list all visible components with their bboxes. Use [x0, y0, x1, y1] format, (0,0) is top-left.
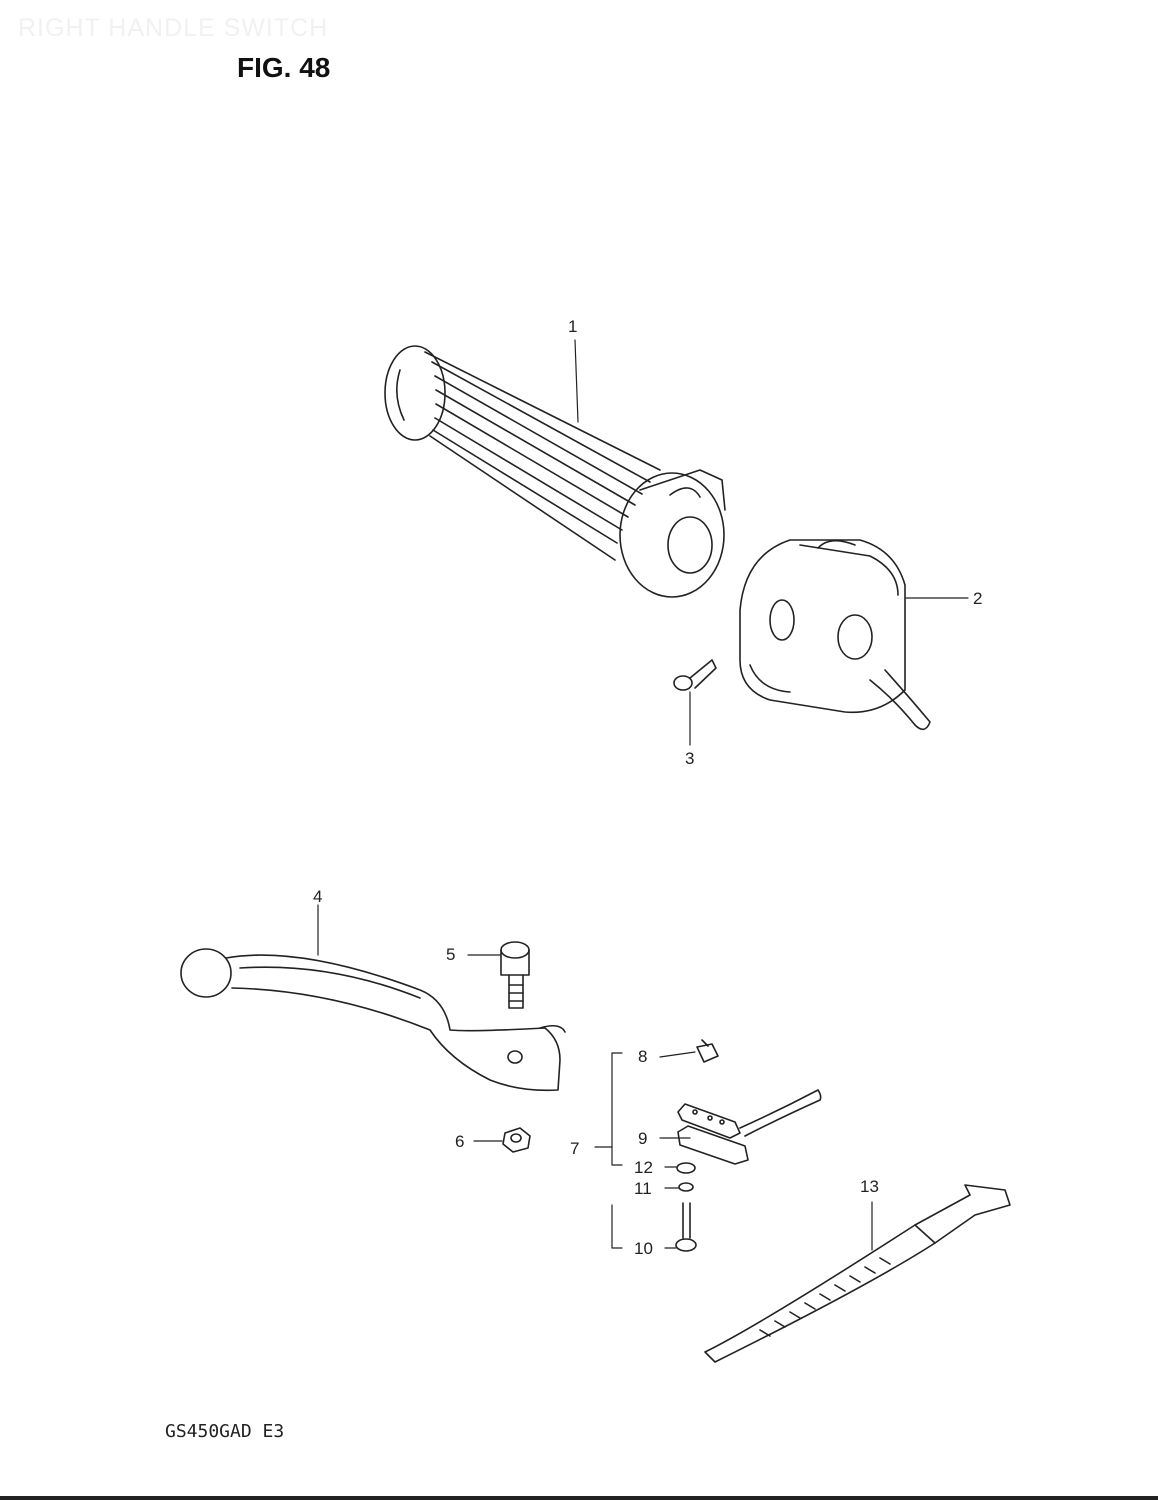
- callout-10: 10: [634, 1239, 653, 1258]
- model-code: GS450GAD E3: [165, 1421, 285, 1442]
- pivot-bolt: [500, 941, 530, 1009]
- callout-1: 1: [568, 317, 578, 336]
- callout-4: 4: [313, 887, 323, 906]
- brake-switch: [677, 1089, 822, 1165]
- callout-6: 6: [455, 1132, 465, 1151]
- brake-lever: [180, 948, 566, 1092]
- callout-2: 2: [973, 589, 983, 608]
- switch-housing: [739, 539, 931, 731]
- callout-3: 3: [685, 749, 695, 768]
- figure-label: FIG. 48: [237, 52, 331, 83]
- nut: [502, 1127, 531, 1153]
- callout-9: 9: [638, 1129, 648, 1148]
- callout-7: 7: [570, 1139, 580, 1158]
- section-title: RIGHT HANDLE SWITCH: [18, 14, 329, 42]
- switch-screw-and-washers: [675, 1162, 697, 1252]
- page-bottom-border: [0, 1496, 1158, 1500]
- cable-tie: [704, 1184, 1011, 1363]
- callout-13: 13: [860, 1177, 879, 1196]
- callout-8: 8: [638, 1047, 648, 1066]
- throttle-grip: [384, 345, 726, 598]
- callout-12: 12: [634, 1158, 653, 1177]
- leader-lines: [317, 339, 969, 1251]
- connector-part-8: [696, 1039, 719, 1063]
- screw-part-3: [673, 659, 717, 691]
- callout-5: 5: [446, 945, 456, 964]
- callout-11: 11: [634, 1179, 652, 1198]
